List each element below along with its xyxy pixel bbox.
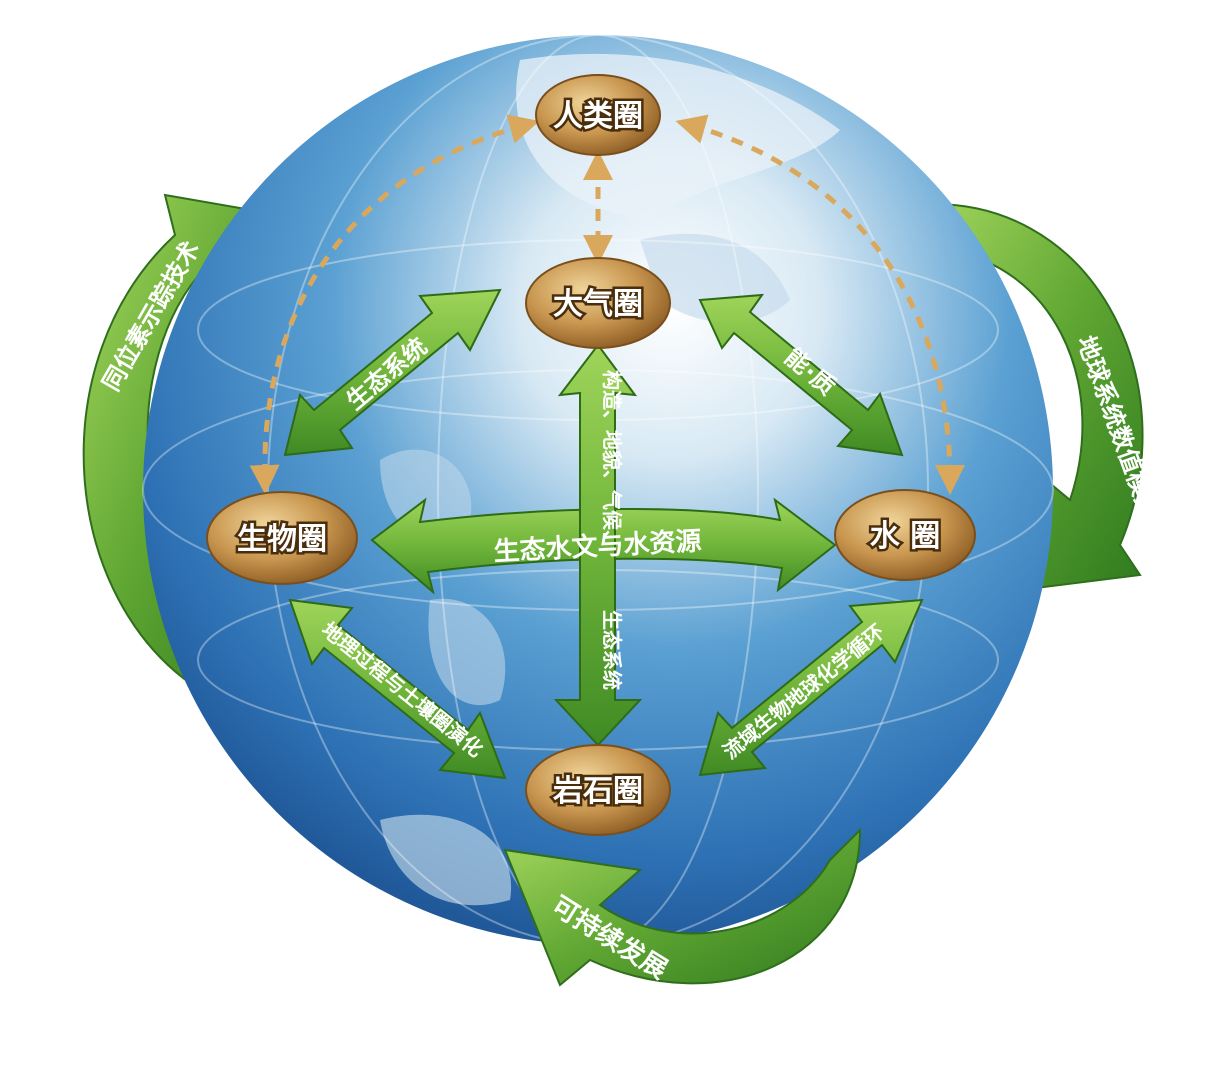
- node-biosphere-label: 生物圈: [237, 522, 327, 557]
- node-hydrosphere: 水 圈: [834, 489, 976, 581]
- label-atmo-litho-upper: 构造、地貌、气候、: [600, 370, 624, 550]
- node-lithosphere-label: 岩石圈: [553, 774, 643, 809]
- arrow-atmo-hydro: [698, 293, 904, 457]
- arrow-bio-litho: [288, 598, 507, 780]
- node-atmosphere-label: 大气圈: [553, 287, 643, 322]
- node-biosphere: 生物圈: [206, 491, 358, 585]
- dashed-human-biosphere: [249, 114, 540, 495]
- node-human: 人类圈: [535, 74, 661, 156]
- arrow-atmo-bio: [283, 288, 502, 457]
- outer-ribbon-right: [913, 203, 1144, 592]
- label-atmo-litho-lower: 生态系统: [600, 610, 624, 690]
- node-lithosphere: 岩石圈: [525, 744, 671, 836]
- node-atmosphere: 大气圈: [525, 257, 671, 349]
- dashed-human-hydrosphere: [675, 114, 965, 495]
- arrow-hydro-litho: [698, 598, 924, 777]
- green-arrows: [283, 288, 924, 780]
- node-human-label: 人类圈: [553, 99, 643, 134]
- node-hydrosphere-label: 水 圈: [870, 519, 940, 554]
- outer-ribbon-bottom: [503, 827, 862, 987]
- dashed-connectors: [249, 114, 965, 495]
